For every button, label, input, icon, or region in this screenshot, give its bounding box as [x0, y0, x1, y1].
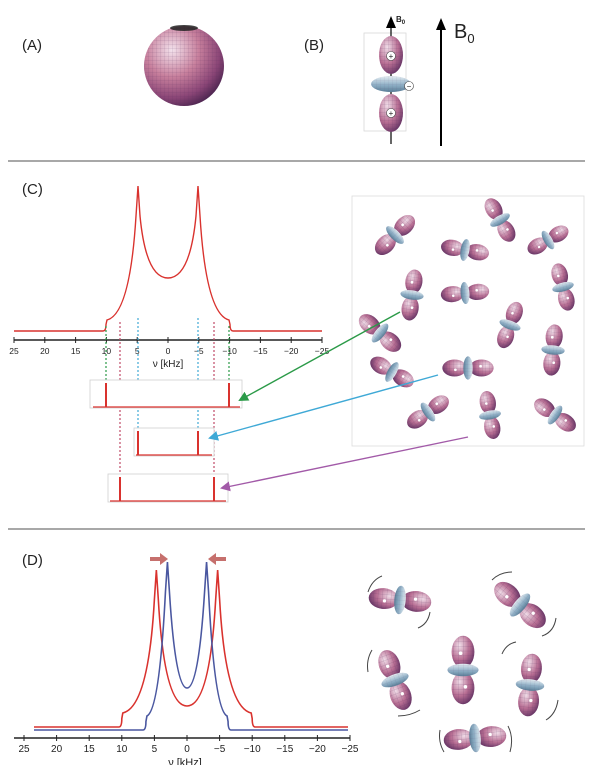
x-tick-label: 0	[166, 346, 171, 356]
arrow-green	[238, 311, 401, 401]
x-tick-label: 25	[18, 744, 30, 755]
static-spectrum-d	[34, 569, 348, 728]
subspectrum-2	[133, 427, 215, 457]
x-tick-label: 15	[84, 744, 96, 755]
x-tick-label: 0	[184, 744, 190, 755]
panel-d-label: (D)	[22, 552, 43, 569]
x-tick-label: 25	[9, 346, 19, 356]
x-tick-label: −5	[194, 346, 204, 356]
panel-a: (A)	[22, 25, 224, 106]
x-tick-label: −20	[284, 346, 299, 356]
panel-a-label: (A)	[22, 37, 42, 54]
small-field-label: B	[396, 15, 402, 24]
arrow-left-converge	[208, 553, 226, 565]
sign-right: −	[407, 82, 412, 91]
panel-b: (B) B0 + − + B0	[304, 15, 475, 146]
small-field-subscript: 0	[402, 20, 406, 26]
x-tick-label: 10	[116, 744, 128, 755]
svg-text:B0: B0	[454, 21, 475, 46]
quadrupolar-orbital-b: + − +	[371, 36, 414, 132]
panel-c-label: (C)	[22, 181, 43, 198]
rotation-arcs	[367, 571, 559, 753]
subspectrum-3	[107, 473, 229, 503]
x-tick-label: −25	[315, 346, 330, 356]
x-tick-label: −10	[244, 744, 261, 755]
rotating-orbitals	[367, 573, 554, 755]
orbital	[442, 721, 508, 755]
svg-text:B0: B0	[396, 15, 406, 26]
x-tick-label: −25	[342, 744, 359, 755]
large-field-label: B	[454, 21, 467, 43]
sign-top: +	[389, 52, 394, 61]
panel-d: (D) 25 20 15 10 5 0 −5 −10 −15 −20 −25 ν [kHz]	[14, 552, 559, 765]
x-tick-label: 5	[152, 744, 158, 755]
isotropic-sphere	[144, 25, 224, 106]
x-axis-label-c: ν [kHz]	[153, 359, 184, 370]
panel-b-label: (B)	[304, 37, 324, 54]
x-tick-label: −10	[222, 346, 237, 356]
sign-bottom: +	[389, 109, 394, 118]
x-ticks-d: 25 20 15 10 5 0 −5 −10 −15 −20 −25	[18, 735, 359, 755]
arrow-purple	[220, 436, 469, 492]
x-tick-label: 20	[51, 744, 63, 755]
x-tick-label: −20	[309, 744, 326, 755]
orbital	[447, 635, 479, 705]
pake-spectrum-c	[14, 185, 322, 332]
x-tick-label: 15	[71, 346, 81, 356]
subspectrum-1	[89, 379, 243, 409]
orbital	[367, 583, 433, 617]
averaged-spectrum-d	[34, 561, 348, 731]
orbital	[486, 573, 554, 637]
orbital	[370, 645, 420, 715]
x-axis-label-d: ν [kHz]	[168, 757, 202, 765]
arrow-right-converge	[150, 553, 168, 565]
large-field-subscript: 0	[467, 31, 474, 46]
arrow-blue	[208, 374, 439, 441]
x-tick-label: −15	[253, 346, 268, 356]
x-tick-label: −5	[214, 744, 226, 755]
orbital	[513, 652, 547, 718]
x-tick-label: −15	[276, 744, 293, 755]
x-tick-label: 20	[40, 346, 50, 356]
x-tick-label: 5	[135, 346, 140, 356]
